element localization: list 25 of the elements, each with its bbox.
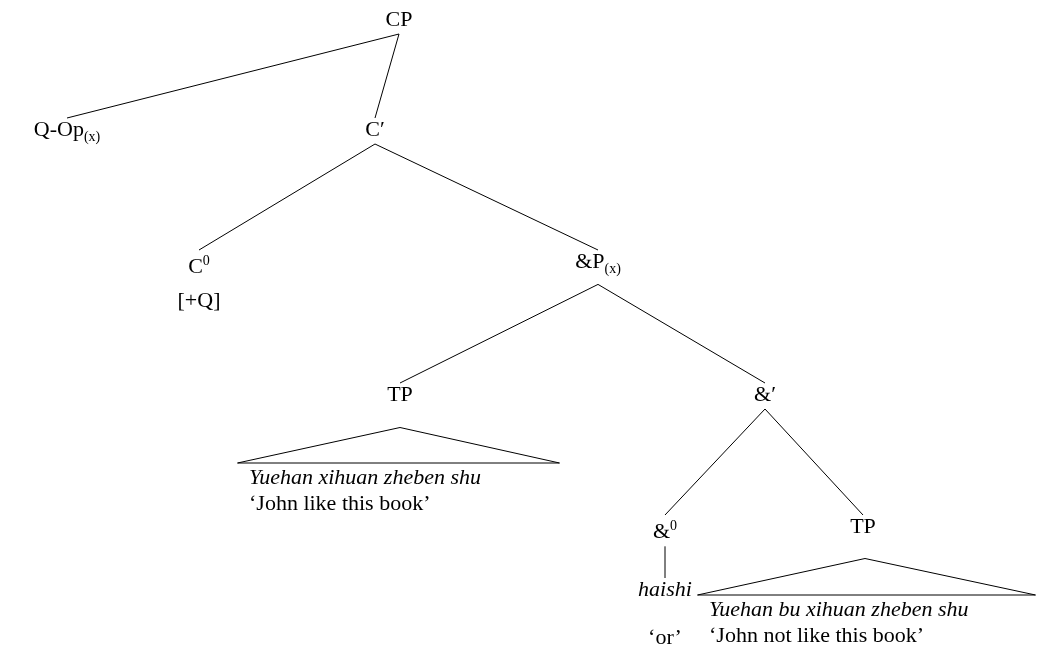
gloss-text: ‘John not like this book’ — [708, 622, 926, 648]
tree-branch — [597, 283, 766, 384]
tree-branch — [374, 143, 599, 251]
gloss-text: ‘or’ — [647, 624, 683, 650]
tree-branch — [198, 143, 376, 251]
tree-branch — [399, 283, 599, 384]
tree-label: &′ — [754, 381, 776, 407]
tree-label: C$^{0}$ — [187, 252, 211, 280]
tree-label: TP — [850, 513, 876, 539]
phrase-text: Yuehan bu xihuan zheben shu — [708, 596, 970, 622]
tree-label: Q-Op$_{(x)}$ — [33, 116, 101, 151]
tree-label: TP — [387, 381, 413, 407]
tree-branch — [664, 545, 666, 579]
tree-label: CP — [385, 6, 413, 32]
tree-label: &P$_{(x)}$ — [575, 248, 621, 283]
phrase-text: Yuehan xihuan zheben shu — [248, 464, 482, 490]
tree-branch — [66, 33, 400, 119]
gloss-text: ‘John like this book’ — [248, 490, 432, 516]
tree-label: &$^{0}$ — [652, 513, 678, 545]
tree-branch — [664, 408, 766, 516]
tree-branch — [374, 33, 400, 119]
tree-label: C′ — [365, 116, 385, 142]
tree-branch — [764, 408, 864, 516]
tree-label: haishi — [638, 576, 692, 602]
gloss-text: [+Q] — [177, 287, 221, 314]
